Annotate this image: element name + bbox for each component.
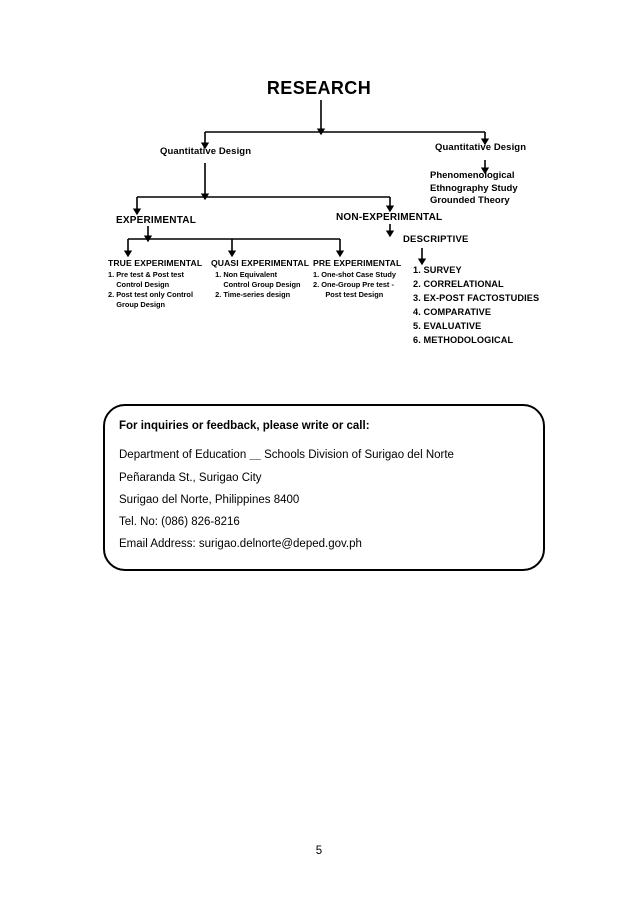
descriptive-type-item: 2. CORRELATIONAL: [413, 278, 504, 289]
column-item: 2. Time-series design: [211, 290, 291, 300]
column-item: 1. Non Equivalent: [211, 270, 278, 280]
qualitative-methods-list: Phenomenological Ethnography Study Groun…: [430, 170, 518, 208]
flowchart-branch-quantitative-left: Quantitative Design: [160, 146, 252, 157]
column-heading: QUASI EXPERIMENTAL: [211, 258, 310, 268]
contact-line-street: Peñaranda St., Surigao City: [119, 472, 262, 484]
research-design-flowchart: RESEARCH Quantitative Design Quantitativ…: [0, 0, 638, 380]
column-quasi-experimental: QUASI EXPERIMENTAL 1. Non Equivalent Con…: [211, 258, 309, 300]
page-number: 5: [315, 845, 323, 857]
column-item: 1. Pre test & Post test: [108, 270, 184, 280]
descriptive-type-item: 6. METHODOLOGICAL: [413, 334, 514, 345]
contact-heading: For inquiries or feedback, please write …: [119, 420, 370, 432]
contact-info-box: For inquiries or feedback, please write …: [103, 404, 545, 571]
flowchart-connectors: [123, 100, 490, 266]
flowchart-node-experimental: EXPERIMENTAL: [116, 215, 196, 226]
qualitative-method-item: Ethnography Study: [430, 182, 518, 194]
contact-line-email: Email Address: surigao.delnorte@deped.go…: [119, 538, 362, 550]
qualitative-method-item: Phenomenological: [430, 170, 515, 181]
flowchart-node-non-experimental: NON-EXPERIMENTAL: [336, 212, 443, 223]
column-heading: TRUE EXPERIMENTAL: [108, 258, 203, 268]
descriptive-types-list: 1. SURVEY 2. CORRELATIONAL 3. EX-POST FA…: [413, 264, 539, 348]
column-heading: PRE EXPERIMENTAL: [313, 258, 402, 268]
column-item: 2. One-Group Pre test -: [313, 280, 394, 290]
column-item: Control Group Design: [211, 280, 301, 290]
flowchart-branch-quantitative-right: Quantitative Design: [435, 142, 527, 153]
column-items: 1. One-shot Case Study 2. One-Group Pre …: [313, 270, 401, 300]
column-true-experimental: TRUE EXPERIMENTAL 1. Pre test & Post tes…: [108, 258, 202, 310]
column-item: 2. Post test only Control: [108, 290, 193, 300]
flowchart-node-descriptive: DESCRIPTIVE: [403, 234, 469, 245]
contact-line-department: Department of Education ＿ Schools Divisi…: [119, 449, 454, 461]
contact-line-region: Surigao del Norte, Philippines 8400: [119, 494, 300, 506]
column-items: 1. Pre test & Post test Control Design 2…: [108, 270, 202, 309]
qualitative-method-item: Grounded Theory: [430, 195, 510, 207]
contact-info-content: For inquiries or feedback, please write …: [105, 406, 543, 550]
descriptive-type-item: 1. SURVEY: [413, 265, 462, 275]
descriptive-type-item: 3. EX-POST FACTOSTUDIES: [413, 292, 540, 303]
column-item: Group Design: [108, 299, 166, 309]
flowchart-root-research: RESEARCH: [266, 78, 372, 98]
column-pre-experimental: PRE EXPERIMENTAL 1. One-shot Case Study …: [313, 258, 401, 300]
descriptive-type-item: 4. COMPARATIVE: [413, 306, 492, 317]
column-item: 1. One-shot Case Study: [313, 270, 396, 280]
contact-line-telephone: Tel. No: (086) 826-8216: [119, 516, 240, 528]
column-item: Post test Design: [313, 290, 384, 300]
column-item: Control Design: [108, 280, 170, 290]
descriptive-type-item: 5. EVALUATIVE: [413, 320, 482, 331]
column-items: 1. Non Equivalent Control Group Design 2…: [211, 270, 309, 300]
